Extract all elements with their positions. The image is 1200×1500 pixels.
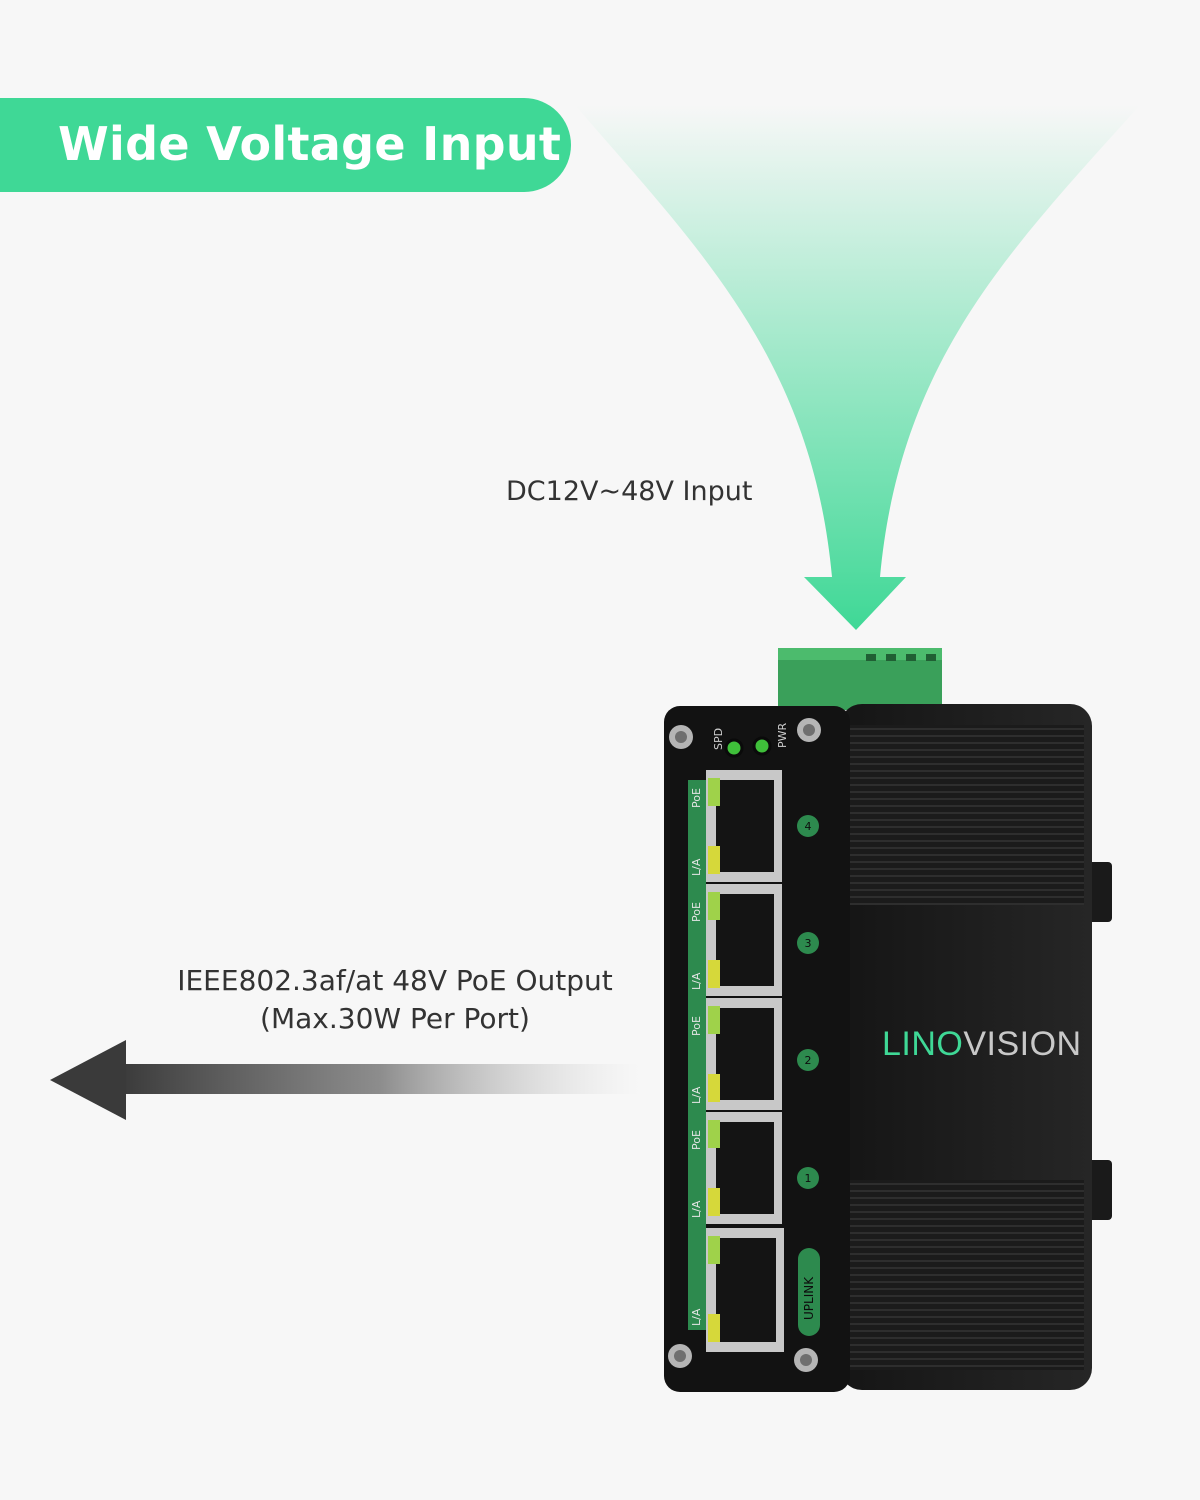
screw-icon — [794, 1348, 818, 1372]
port-number-2: 2 — [805, 1054, 812, 1067]
spd-led — [724, 738, 744, 758]
pwr-led — [752, 736, 772, 756]
dc-input-label: DC12V~48V Input — [506, 476, 753, 507]
brand-logo-part2: VISION — [963, 1025, 1082, 1063]
power-terminal-block — [778, 648, 942, 710]
port-number-3: 3 — [805, 937, 812, 950]
spd-label: SPD — [712, 728, 725, 750]
poe-port-3 — [706, 884, 782, 996]
port-la-label: L/A — [690, 972, 703, 990]
port-la-label: L/A — [690, 1308, 703, 1326]
input-funnel-arrow — [575, 105, 1140, 630]
port-number-4: 4 — [805, 820, 812, 833]
port-poe-label: PoE — [690, 1016, 703, 1036]
port-poe-label: PoE — [690, 902, 703, 922]
port-number-1: 1 — [805, 1172, 812, 1185]
screw-icon — [668, 1344, 692, 1368]
uplink-port — [706, 1228, 784, 1352]
port-poe-label: PoE — [690, 788, 703, 808]
poe-output-label: IEEE802.3af/at 48V PoE Output (Max.30W P… — [150, 962, 640, 1038]
port-poe-label: PoE — [690, 1130, 703, 1150]
port-la-label: L/A — [690, 858, 703, 876]
poe-port-2 — [706, 998, 782, 1110]
port-la-label: L/A — [690, 1200, 703, 1218]
pwr-label: PWR — [776, 722, 789, 748]
uplink-label: UPLINK — [802, 1276, 816, 1320]
banner-title: Wide Voltage Input — [58, 117, 562, 171]
poe-switch-device: SPD PWR — [664, 648, 1112, 1392]
port-la-label: L/A — [690, 1086, 703, 1104]
output-arrow — [50, 1040, 640, 1120]
screw-icon — [669, 725, 693, 749]
brand-logo: LINOVISION — [882, 1024, 1082, 1064]
title-banner: Wide Voltage Input — [0, 98, 571, 192]
poe-output-line2: (Max.30W Per Port) — [260, 1002, 530, 1035]
poe-output-line1: IEEE802.3af/at 48V PoE Output — [177, 964, 613, 997]
poe-port-1 — [706, 1112, 782, 1224]
screw-icon — [797, 718, 821, 742]
brand-logo-part1: LINO — [882, 1025, 964, 1063]
poe-port-4 — [706, 770, 782, 882]
